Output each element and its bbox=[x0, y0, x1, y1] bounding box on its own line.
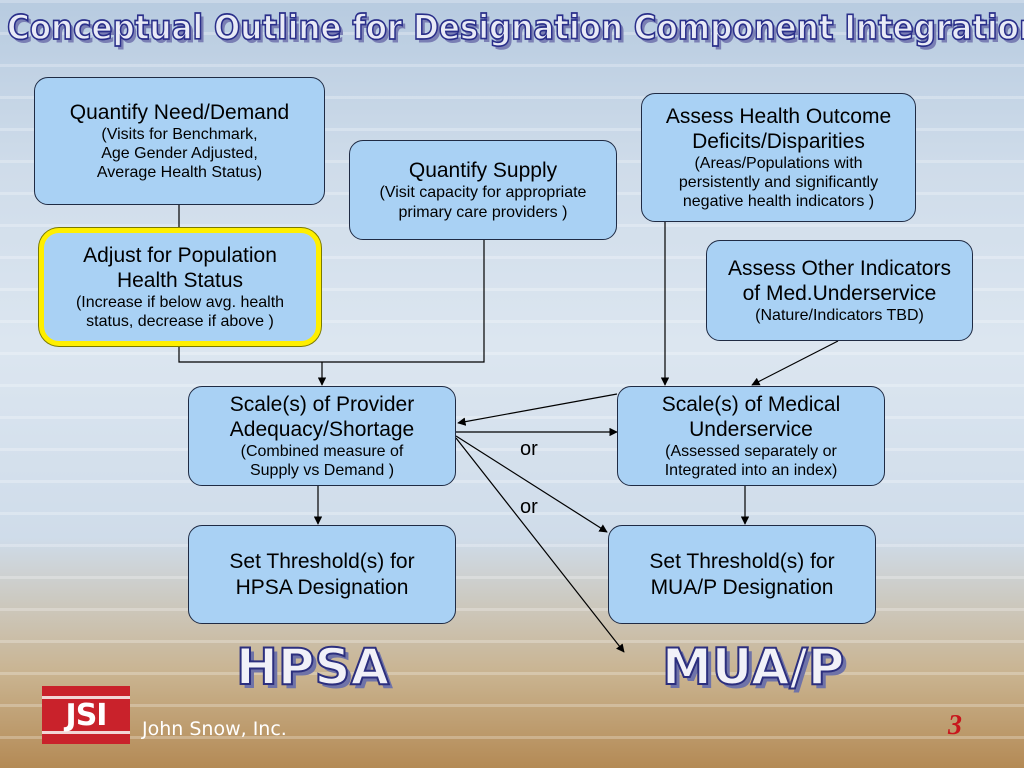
arrow-medical-to-provider bbox=[457, 393, 618, 426]
quantify-supply-detail: (Visit capacity for appropriate primary … bbox=[379, 184, 587, 221]
arrow-other-to-medical bbox=[751, 340, 839, 386]
assess-health-outcome-detail: (Areas/Populations with persistently and… bbox=[678, 154, 879, 211]
medical-underservice-scale-heading: Scale(s) of Medical Underservice bbox=[661, 392, 841, 441]
or-label-1: or bbox=[520, 438, 538, 460]
assess-other-indicators-heading: Assess Other Indicators of Med.Underserv… bbox=[728, 256, 951, 305]
assess-health-outcome-heading: Assess Health Outcome Deficits/Dispariti… bbox=[665, 104, 892, 153]
provider-adequacy-scale-box: Scale(s) of Provider Adequacy/Shortage (… bbox=[188, 386, 456, 486]
arrow-provider-to-mua bbox=[455, 435, 608, 533]
slide-title: Conceptual Outline for Designation Compo… bbox=[6, 7, 1024, 48]
adjust-health-status-box: Adjust for Population Health Status (Inc… bbox=[39, 228, 321, 346]
hpsa-threshold-box: Set Threshold(s) for HPSA Designation bbox=[188, 525, 456, 624]
assess-other-indicators-box: Assess Other Indicators of Med.Underserv… bbox=[706, 240, 973, 341]
jsi-logo: JSI bbox=[42, 686, 130, 744]
provider-adequacy-scale-heading: Scale(s) of Provider Adequacy/Shortage bbox=[229, 392, 415, 441]
provider-adequacy-scale-detail: (Combined measure of Supply vs Demand ) bbox=[240, 443, 404, 480]
page-number: 3 bbox=[948, 710, 962, 741]
mua-threshold-box: Set Threshold(s) for MUA/P Designation bbox=[608, 525, 876, 624]
connector-adjust-merge bbox=[178, 240, 485, 363]
medical-underservice-scale-box: Scale(s) of Medical Underservice (Assess… bbox=[617, 386, 885, 486]
mua-threshold-heading: Set Threshold(s) for MUA/P Designation bbox=[649, 550, 835, 599]
arrow-provider-to-muap bbox=[455, 437, 625, 653]
muap-label: MUA/P bbox=[661, 637, 845, 697]
medical-underservice-scale-detail: (Assessed separately or Integrated into … bbox=[664, 443, 838, 480]
adjust-health-status-heading: Adjust for Population Health Status bbox=[83, 243, 277, 292]
assess-health-outcome-box: Assess Health Outcome Deficits/Dispariti… bbox=[641, 93, 916, 222]
jsi-logo-text: JSI bbox=[65, 697, 108, 733]
quantify-need-heading: Quantify Need/Demand bbox=[69, 100, 290, 124]
or-label-2: or bbox=[520, 496, 538, 518]
quantify-supply-heading: Quantify Supply bbox=[408, 159, 558, 183]
quantify-need-box: Quantify Need/Demand (Visits for Benchma… bbox=[34, 77, 325, 205]
hpsa-label: HPSA bbox=[235, 637, 390, 697]
assess-other-indicators-detail: (Nature/Indicators TBD) bbox=[755, 307, 924, 325]
quantify-supply-box: Quantify Supply (Visit capacity for appr… bbox=[349, 140, 617, 240]
quantify-need-detail: (Visits for Benchmark, Age Gender Adjust… bbox=[96, 125, 263, 182]
company-name: John Snow, Inc. bbox=[142, 718, 287, 740]
hpsa-threshold-heading: Set Threshold(s) for HPSA Designation bbox=[229, 550, 415, 599]
adjust-health-status-detail: (Increase if below avg. health status, d… bbox=[75, 294, 285, 331]
